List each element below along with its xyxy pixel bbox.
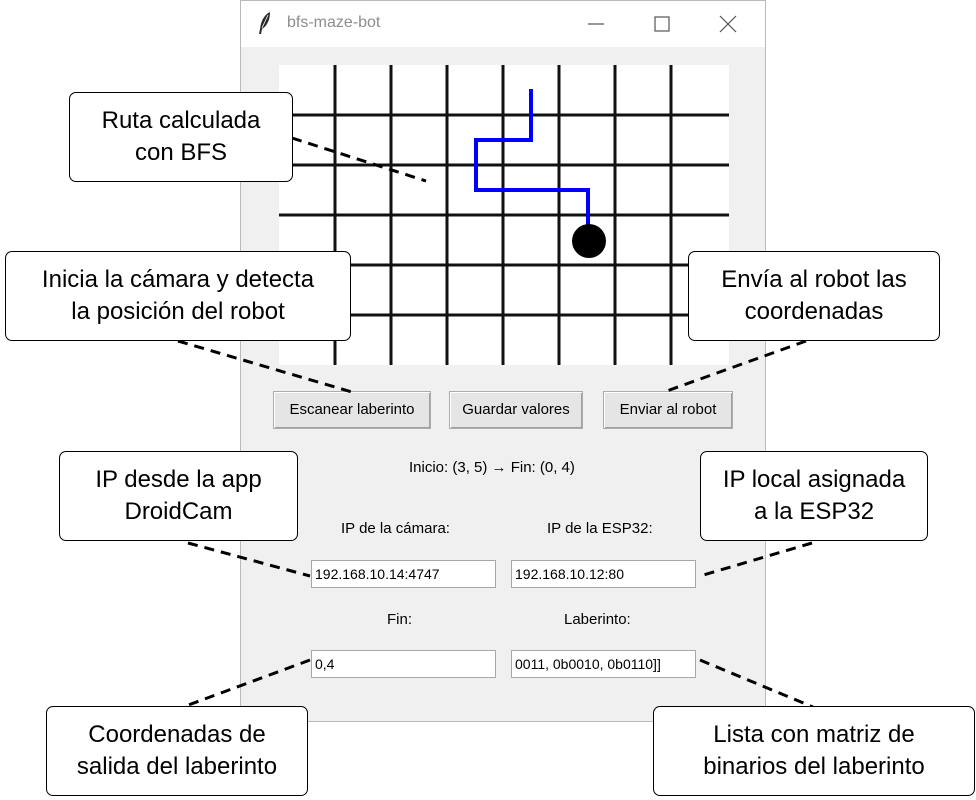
callout-route-line2: con BFS: [134, 139, 228, 166]
callout-route-line1: Ruta calculada: [101, 107, 261, 134]
save-values-button[interactable]: Guardar valores: [449, 391, 583, 429]
bfs-path: [474, 89, 590, 227]
end-label: Fin:: [387, 611, 413, 628]
minimize-icon: [588, 23, 604, 25]
feather-icon: [255, 11, 275, 35]
callout-send-line1: Envía al robot las: [721, 266, 907, 293]
scan-maze-button[interactable]: Escanear laberinto: [273, 391, 431, 429]
maze-canvas: [279, 65, 729, 365]
esp32-ip-label: IP de la ESP32:: [547, 520, 653, 537]
maze-label: Laberinto:: [564, 611, 631, 628]
app-window: bfs-maze-bot Escanear laberinto Guardar: [240, 0, 766, 722]
maze-matrix-input[interactable]: 0011, 0b0010, 0b0110]]: [511, 650, 696, 678]
minimize-button[interactable]: [573, 1, 619, 47]
callout-droidcam-line1: IP desde la app: [95, 466, 262, 493]
maze-grid: [279, 65, 729, 365]
start-end-status: Inicio: (3, 5) → Fin: (0, 4): [409, 459, 575, 476]
close-button[interactable]: [705, 1, 751, 47]
maximize-button[interactable]: [639, 1, 685, 47]
callout-droidcam: IP desde la app DroidCam: [59, 451, 298, 541]
camera-ip-label: IP de la cámara:: [341, 520, 450, 537]
callout-camera-line1: Inicia la cámara y detecta: [41, 266, 315, 293]
callout-esp32-line1: IP local asignada: [722, 466, 906, 493]
close-icon: [719, 15, 737, 33]
callout-matrix: Lista con matriz de binarios del laberin…: [653, 706, 975, 796]
callout-camera: Inicia la cámara y detecta la posición d…: [5, 251, 351, 341]
callout-droidcam-line2: DroidCam: [124, 498, 233, 525]
robot-marker: [572, 224, 606, 258]
maximize-icon: [654, 16, 670, 32]
callout-esp32-line2: a la ESP32: [753, 498, 875, 525]
callout-route: Ruta calculada con BFS: [69, 92, 293, 182]
callout-exit: Coordenadas de salida del laberinto: [46, 706, 308, 796]
callout-exit-line2: salida del laberinto: [76, 753, 278, 780]
end-coordinates-input[interactable]: 0,4: [311, 650, 496, 678]
callout-camera-line2: la posición del robot: [71, 298, 285, 325]
esp32-ip-input[interactable]: 192.168.10.12:80: [511, 560, 696, 588]
callout-esp32: IP local asignada a la ESP32: [700, 451, 928, 541]
callout-matrix-line2: binarios del laberinto: [703, 753, 925, 780]
window-title: bfs-maze-bot: [287, 14, 381, 31]
send-to-robot-button[interactable]: Enviar al robot: [603, 391, 733, 429]
callout-send: Envía al robot las coordenadas: [688, 251, 940, 341]
title-bar: bfs-maze-bot: [241, 1, 765, 47]
camera-ip-input[interactable]: 192.168.10.14:4747: [311, 560, 496, 588]
callout-exit-line1: Coordenadas de: [88, 721, 266, 748]
callout-send-line2: coordenadas: [744, 298, 884, 325]
callout-matrix-line1: Lista con matriz de: [713, 721, 915, 748]
